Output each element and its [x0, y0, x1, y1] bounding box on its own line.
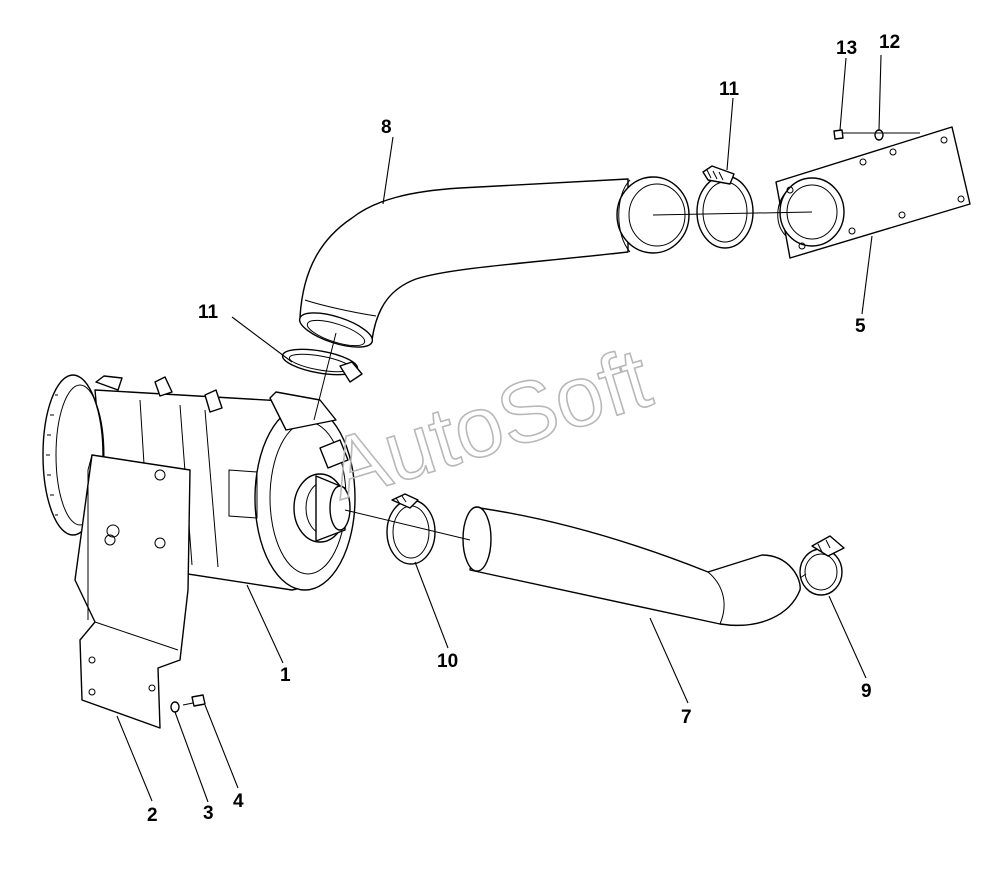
- bolt-part-4[interactable]: [182, 694, 206, 707]
- upper-hose-clamp-part-11[interactable]: [696, 165, 754, 249]
- callout-7: 7: [681, 707, 692, 728]
- callout-11-upper: 11: [719, 79, 740, 100]
- lower-hose-part-7[interactable]: [462, 506, 801, 626]
- callout-2: 2: [147, 805, 158, 826]
- callout-13: 13: [836, 38, 857, 59]
- leader-lines: [116, 54, 882, 803]
- callout-3: 3: [203, 803, 214, 824]
- filter-inlet-clamp-part-11[interactable]: [281, 345, 363, 383]
- callout-12: 12: [879, 32, 900, 53]
- mounting-flange-part-5[interactable]: [775, 126, 971, 259]
- mounting-bracket-part-2[interactable]: [74, 454, 191, 729]
- washer-part-12[interactable]: [874, 129, 884, 141]
- assembly-axis-lines: [313, 132, 920, 579]
- callout-5: 5: [855, 316, 866, 337]
- callout-8: 8: [381, 117, 392, 138]
- callout-numbers: 8 11 13 12 5 11 1 2 3 4 10 7 9: [147, 32, 900, 826]
- callout-10: 10: [437, 651, 458, 672]
- upper-hose-part-8[interactable]: [296, 176, 690, 354]
- clamp-part-10[interactable]: [386, 493, 436, 565]
- callout-4: 4: [233, 791, 244, 812]
- callout-11-lower: 11: [198, 302, 219, 323]
- callout-1: 1: [280, 665, 291, 686]
- bolt-part-13[interactable]: [833, 129, 850, 140]
- washer-part-3[interactable]: [170, 701, 180, 713]
- callout-9: 9: [861, 681, 872, 702]
- watermark-text: AutoSoft: [317, 330, 661, 518]
- clamp-part-9[interactable]: [799, 535, 845, 596]
